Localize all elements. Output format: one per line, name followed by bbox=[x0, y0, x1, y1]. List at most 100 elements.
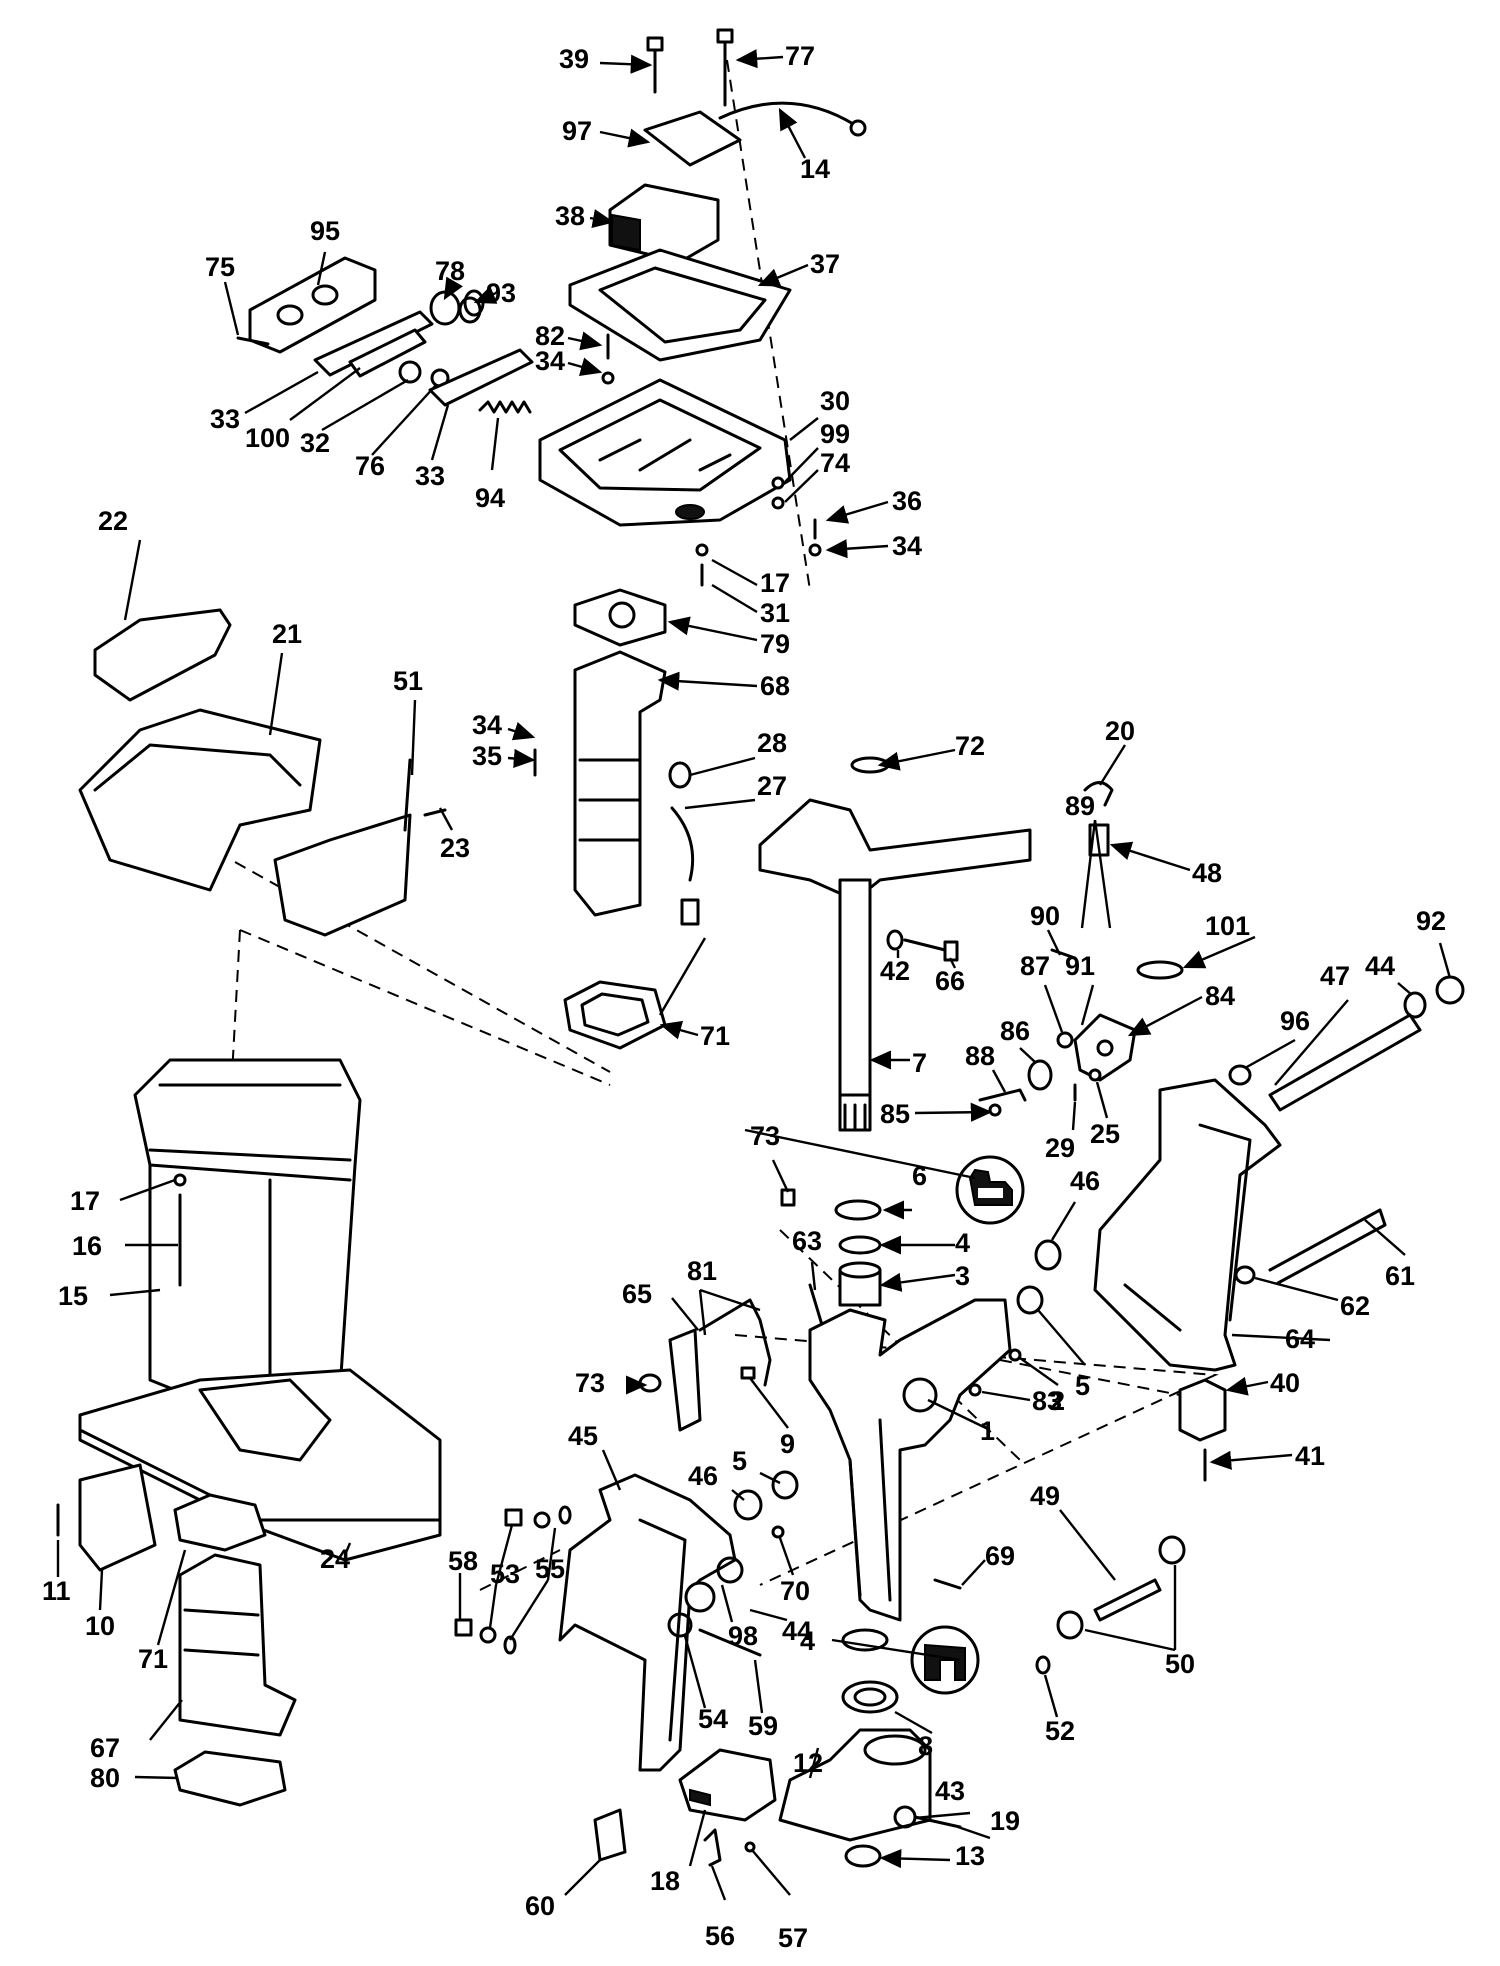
part-5-bushing-right bbox=[1016, 1285, 1044, 1315]
callout-72: 72 bbox=[955, 731, 985, 761]
callout-6: 6 bbox=[912, 1161, 927, 1191]
callout-35: 35 bbox=[472, 741, 502, 771]
callout-91: 91 bbox=[1065, 951, 1095, 981]
callout-47: 47 bbox=[1320, 961, 1350, 991]
part-95-cover-plate bbox=[248, 256, 377, 354]
callout-50: 50 bbox=[1165, 1649, 1195, 1679]
part-57-screw bbox=[744, 1841, 756, 1853]
callout-19: 19 bbox=[990, 1806, 1020, 1836]
callout-45: 45 bbox=[568, 1421, 598, 1451]
part-56-clip bbox=[703, 1828, 722, 1867]
callout-93: 93 bbox=[486, 278, 516, 308]
callout-64: 64 bbox=[1285, 1324, 1315, 1354]
callout-70: 70 bbox=[780, 1576, 810, 1606]
part-78-valve bbox=[429, 290, 482, 326]
part-28-grommet bbox=[668, 761, 692, 789]
part-77-bolt bbox=[716, 28, 734, 107]
callout-44-a: 44 bbox=[1365, 951, 1395, 981]
callout-44-b: 44 bbox=[782, 1616, 812, 1646]
callout-1: 1 bbox=[980, 1416, 995, 1446]
callout-18: 18 bbox=[650, 1866, 680, 1896]
callout-57: 57 bbox=[778, 1923, 808, 1953]
callout-37: 37 bbox=[810, 249, 840, 279]
part-39-bolt bbox=[646, 36, 664, 94]
part-70-washer bbox=[771, 1525, 785, 1539]
callout-33-b: 33 bbox=[415, 461, 445, 491]
callout-63: 63 bbox=[792, 1226, 822, 1256]
callout-82: 82 bbox=[535, 321, 565, 351]
part-6-washer bbox=[834, 1199, 882, 1221]
callout-75: 75 bbox=[205, 252, 235, 282]
callout-54: 54 bbox=[698, 1704, 728, 1734]
part-75-screw bbox=[236, 336, 270, 346]
part-50-bushings bbox=[1056, 1535, 1186, 1640]
part-73-screw-upper bbox=[780, 1188, 796, 1207]
callout-73-b: 73 bbox=[575, 1368, 605, 1398]
callout-46-a: 46 bbox=[1070, 1166, 1100, 1196]
callout-80: 80 bbox=[90, 1763, 120, 1793]
callout-84: 84 bbox=[1205, 981, 1235, 1011]
part-15-exhaust-housing bbox=[133, 1058, 362, 1402]
callout-20: 20 bbox=[1105, 716, 1135, 746]
callout-31: 31 bbox=[760, 598, 790, 628]
callout-13: 13 bbox=[955, 1841, 985, 1871]
callout-5-a: 5 bbox=[1075, 1371, 1090, 1401]
part-86-ring bbox=[1027, 1059, 1053, 1091]
part-2-screw bbox=[1008, 1348, 1022, 1362]
callout-24: 24 bbox=[320, 1544, 350, 1574]
part-13-nut bbox=[844, 1844, 882, 1868]
callout-15: 15 bbox=[58, 1281, 88, 1311]
callout-52: 52 bbox=[1045, 1716, 1075, 1746]
part-44-washer-left bbox=[716, 1556, 744, 1584]
callout-98: 98 bbox=[728, 1621, 758, 1651]
part-7-steering-tube bbox=[838, 878, 872, 1132]
part-40-block bbox=[1178, 1378, 1227, 1442]
callout-16: 16 bbox=[72, 1231, 102, 1261]
part-47-tilt-tube bbox=[1268, 1013, 1422, 1112]
part-63-screw bbox=[808, 1283, 824, 1327]
callout-34-c: 34 bbox=[472, 710, 502, 740]
part-33-gasket-lower bbox=[428, 348, 534, 407]
callout-73-a: 73 bbox=[750, 1121, 780, 1151]
callout-9: 9 bbox=[780, 1429, 795, 1459]
callout-94: 94 bbox=[475, 483, 505, 513]
callout-51: 51 bbox=[393, 666, 423, 696]
callout-27: 27 bbox=[757, 771, 787, 801]
part-22-cowl-panel bbox=[93, 608, 232, 702]
callout-81: 81 bbox=[687, 1256, 717, 1286]
part-52-ring bbox=[1035, 1655, 1051, 1675]
callout-60: 60 bbox=[525, 1891, 555, 1921]
callout-48: 48 bbox=[1192, 858, 1222, 888]
part-83-screw bbox=[968, 1383, 982, 1397]
part-arm-upper bbox=[758, 798, 1032, 902]
callout-25: 25 bbox=[1090, 1119, 1120, 1149]
part-19-bolt bbox=[913, 1815, 962, 1829]
callout-101: 101 bbox=[1205, 911, 1250, 941]
callout-74: 74 bbox=[820, 448, 850, 478]
callout-4-a: 4 bbox=[955, 1228, 970, 1258]
callout-65: 65 bbox=[622, 1279, 652, 1309]
lower-assembly-guide bbox=[231, 929, 611, 1086]
callout-36: 36 bbox=[892, 486, 922, 516]
callout-5-b: 5 bbox=[732, 1446, 747, 1476]
callout-11: 11 bbox=[42, 1576, 71, 1606]
callout-33-a: 33 bbox=[210, 404, 240, 434]
part-59-bolt bbox=[698, 1628, 762, 1657]
callout-97: 97 bbox=[562, 116, 592, 146]
callout-86: 86 bbox=[1000, 1016, 1030, 1046]
part-27-hose bbox=[670, 806, 700, 926]
callout-71-a: 71 bbox=[700, 1021, 730, 1051]
callout-85: 85 bbox=[880, 1099, 910, 1129]
callout-43: 43 bbox=[935, 1776, 965, 1806]
part-93-oring bbox=[463, 289, 485, 317]
part-3-bushing bbox=[838, 1261, 882, 1307]
callout-29: 29 bbox=[1045, 1133, 1075, 1163]
part-21-lower-cowl bbox=[78, 708, 322, 892]
part-84-cam bbox=[1073, 1013, 1137, 1082]
part-88-link bbox=[978, 1088, 1027, 1102]
part-44-washer-upper bbox=[1403, 991, 1427, 1019]
callout-87: 87 bbox=[1020, 951, 1050, 981]
callout-28: 28 bbox=[757, 728, 787, 758]
callout-56: 56 bbox=[705, 1921, 735, 1951]
part-46-washer-right bbox=[1034, 1239, 1062, 1271]
